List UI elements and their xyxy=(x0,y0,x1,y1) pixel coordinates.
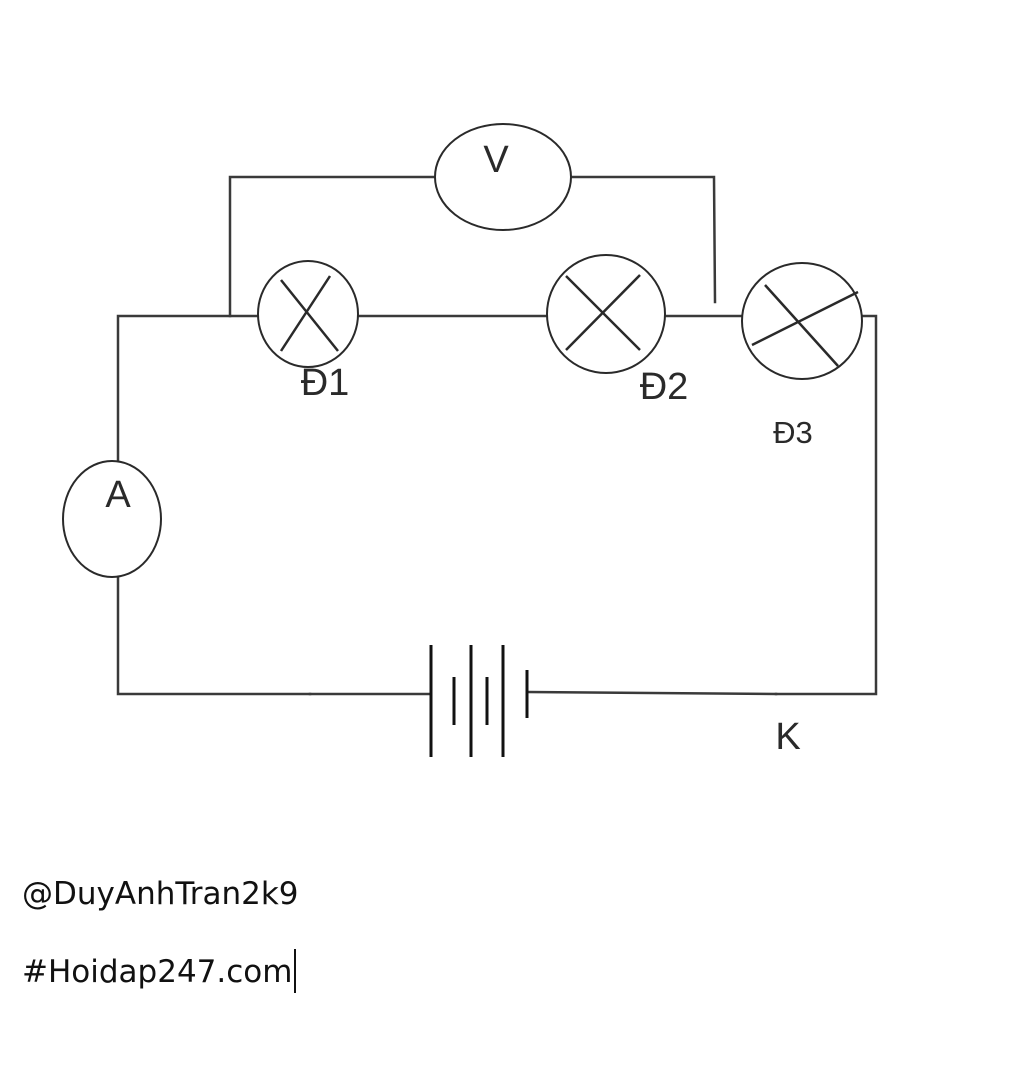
site-watermark[interactable]: #Hoidap247.com xyxy=(22,948,297,993)
lamp-d3-label: Đ3 xyxy=(773,415,813,450)
lamp-d1-label: Đ1 xyxy=(301,362,350,404)
wire-left-bottom xyxy=(116,576,312,696)
wire-battery-right xyxy=(526,690,778,696)
ammeter-body xyxy=(62,460,162,578)
lamp-d2-label: Đ2 xyxy=(640,366,689,408)
lamp-cross-icon xyxy=(565,274,641,351)
wire-voltmeter-left xyxy=(228,175,438,318)
ammeter-label: A xyxy=(105,474,131,516)
site-text: #Hoidap247.com xyxy=(22,954,293,990)
lamp-cross-icon xyxy=(751,290,859,347)
battery-icon xyxy=(429,645,529,757)
text-cursor xyxy=(294,948,297,993)
voltmeter: V xyxy=(434,123,572,231)
voltmeter-label: V xyxy=(483,139,509,181)
author-watermark: @DuyAnhTran2k9 xyxy=(22,874,299,914)
circuit-wires xyxy=(116,175,878,696)
lamp-cross-icon xyxy=(279,275,332,352)
wire-left-top xyxy=(116,314,260,465)
lamp-d2-body xyxy=(546,254,666,374)
wire-right xyxy=(774,314,878,696)
wire-voltmeter-right xyxy=(568,175,717,304)
lamp-d1: Đ1 xyxy=(257,260,359,404)
lamp-cross-icon xyxy=(280,279,339,352)
lamp-cross-icon xyxy=(764,284,839,367)
ammeter: A xyxy=(62,460,162,578)
author-text: @DuyAnhTran2k9 xyxy=(22,876,299,912)
lamp-d3: Đ3 xyxy=(741,262,863,450)
voltmeter-body xyxy=(434,123,572,231)
lamp-d2: Đ2 xyxy=(546,254,689,408)
switch-label: K xyxy=(775,716,800,758)
